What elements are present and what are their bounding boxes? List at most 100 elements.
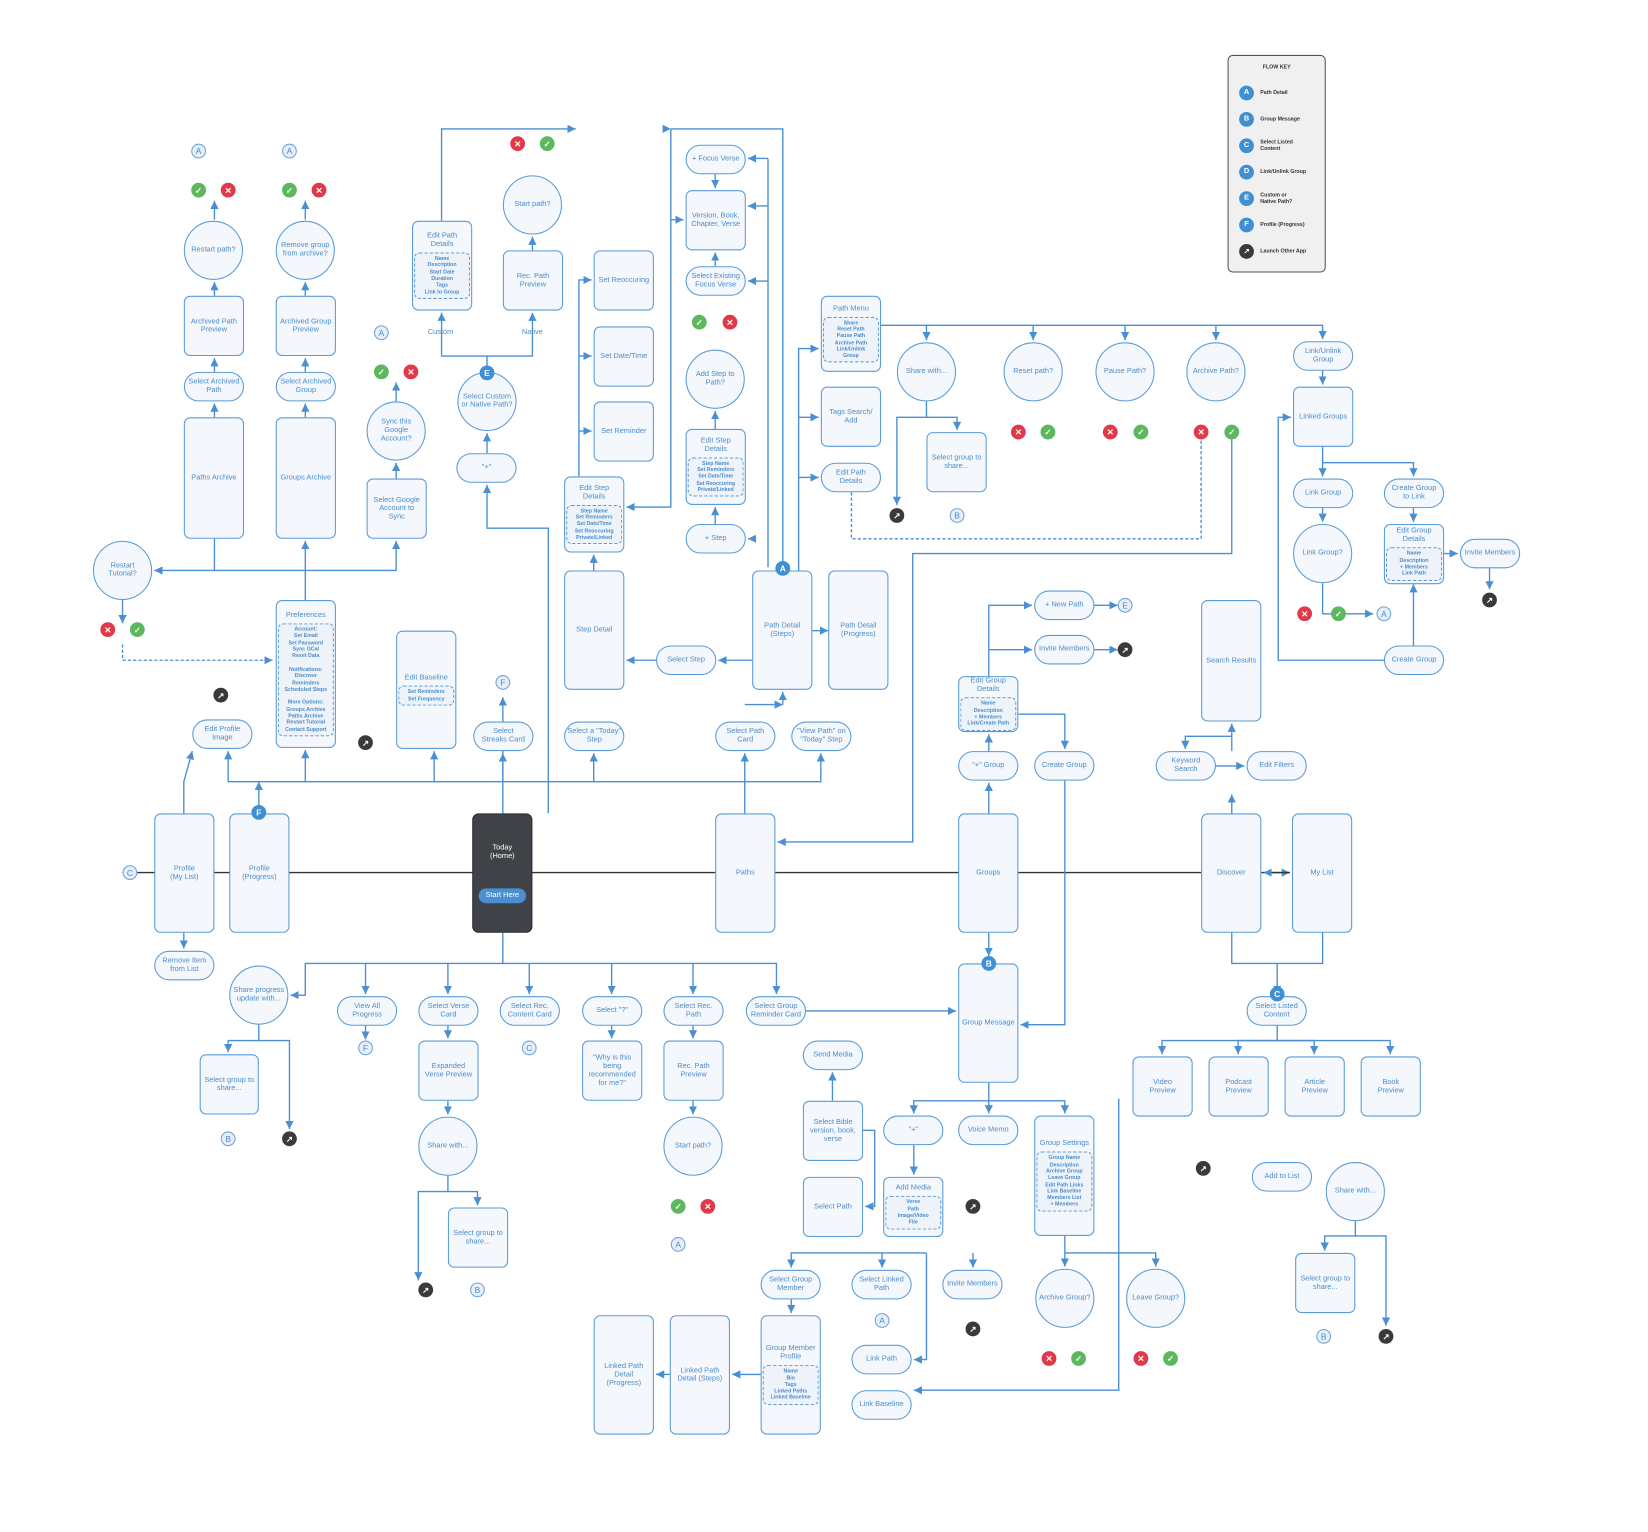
flow-ref-a-icon[interactable]: A (874, 1313, 890, 1328)
launch-other-app-icon[interactable]: ↗ (418, 1282, 434, 1298)
flow-ref-e-icon[interactable]: E (1117, 597, 1133, 613)
step-detail-screen[interactable]: Step Detail (564, 570, 625, 690)
select-streaks-action[interactable]: Select Streaks Card (473, 721, 534, 752)
flow-ref-f-icon[interactable]: F (251, 804, 267, 820)
flow-ref-c-icon[interactable]: C (1269, 986, 1285, 1002)
group-message-screen[interactable]: Group Message (958, 963, 1019, 1083)
send-media-action[interactable]: Send Media (802, 1040, 864, 1071)
new-path-action[interactable]: + New Path (1034, 590, 1095, 621)
leave-group-decision[interactable]: Leave Group? (1126, 1268, 1186, 1328)
edit-filters-action[interactable]: Edit Filters (1246, 751, 1307, 781)
share-with2-decision[interactable]: Share with... (418, 1116, 478, 1176)
select-group-share4-screen[interactable]: Select group to share... (1295, 1252, 1356, 1314)
link-unlink-action[interactable]: Link/Unlink Group (1293, 341, 1354, 371)
flow-ref-b-icon[interactable]: B (949, 508, 965, 523)
paths-archive-screen[interactable]: Paths Archive (183, 417, 245, 539)
set-reminder-screen[interactable]: Set Reminder (593, 401, 654, 462)
launch-other-app-icon[interactable]: ↗ (1195, 1160, 1211, 1176)
select-question-action[interactable]: Select "?" (582, 996, 643, 1026)
launch-other-app-icon[interactable]: ↗ (358, 735, 373, 751)
flow-ref-a-icon[interactable]: A (373, 325, 389, 341)
flow-ref-a-icon[interactable]: A (775, 560, 791, 576)
share-progress-decision[interactable]: Share progress update with... (229, 965, 289, 1025)
archive-path-decision[interactable]: Archive Path? (1186, 342, 1246, 402)
tags-search-screen[interactable]: Tags Search/ Add (820, 386, 882, 447)
select-bible-screen[interactable]: Select Bible version, book, verse (802, 1100, 864, 1161)
search-results-screen[interactable]: Search Results (1201, 600, 1262, 722)
sync-google-decision[interactable]: Sync this Google Account? (366, 401, 426, 461)
select-step-action[interactable]: Select Step (656, 645, 717, 676)
select-rec-path-action[interactable]: Select Rec. Path (663, 996, 724, 1026)
launch-other-app-icon[interactable]: ↗ (889, 508, 905, 523)
invite-members-action[interactable]: Invite Members (1034, 634, 1095, 665)
set-date-time-screen[interactable]: Set Date/Time (593, 326, 654, 387)
keyword-search-action[interactable]: Keyword Search (1155, 751, 1216, 781)
remove-group-decision[interactable]: Remove group from archive? (275, 220, 335, 280)
select-custom-native-decision[interactable]: Select Custom or Native Path? (457, 371, 517, 432)
invite-members2-action[interactable]: Invite Members (1459, 538, 1521, 569)
linked-path-steps-screen[interactable]: Linked Path Detail (Steps) (669, 1315, 730, 1435)
add-step-decision[interactable]: Add Step to Path? (685, 349, 745, 409)
select-group-share1-screen[interactable]: Select group to share... (199, 1054, 259, 1115)
flow-ref-a-icon[interactable]: A (1376, 606, 1392, 622)
flow-ref-b-icon[interactable]: B (981, 956, 997, 971)
select-path-card-action[interactable]: Select Path Card (715, 721, 776, 752)
flow-ref-a-icon[interactable]: A (191, 143, 206, 159)
link-group-action[interactable]: Link Group (1293, 478, 1354, 509)
flow-ref-c-icon[interactable]: C (122, 865, 138, 880)
linked-groups-screen[interactable]: Linked Groups (1293, 386, 1354, 447)
article-preview-screen[interactable]: Article Preview (1284, 1056, 1345, 1117)
restart-tutorial-decision[interactable]: Restart Tutorial? (92, 540, 153, 601)
archived-group-preview-screen[interactable]: Archived Group Preview (275, 295, 336, 357)
book-preview-screen[interactable]: Book Preview (1360, 1056, 1421, 1117)
create-group2-action[interactable]: Create Group (1383, 645, 1445, 676)
edit-path-details2-action[interactable]: Edit Path Details (820, 462, 882, 493)
start-here-button[interactable]: Start Here (478, 887, 527, 903)
plus-media-action[interactable]: "+" (883, 1115, 944, 1146)
launch-other-app-icon[interactable]: ↗ (965, 1321, 981, 1337)
expanded-verse-screen[interactable]: Expanded Verse Preview (418, 1040, 479, 1101)
select-group-share3-screen[interactable]: Select group to share... (926, 432, 987, 493)
why-recommended-screen[interactable]: "Why is this being recommended for me?" (582, 1040, 643, 1101)
launch-other-app-icon[interactable]: ↗ (1378, 1328, 1394, 1344)
flow-ref-b-icon[interactable]: B (1316, 1328, 1332, 1344)
view-all-progress-action[interactable]: View All Progress (336, 996, 398, 1026)
set-reoccuring-screen[interactable]: Set Reoccuring (593, 250, 654, 311)
plus-path-action[interactable]: "+" (456, 453, 517, 483)
flow-ref-f-icon[interactable]: F (495, 675, 511, 690)
path-detail-steps-screen[interactable]: Path Detail (Steps) (752, 570, 813, 690)
view-path-today-action[interactable]: "View Path" on "Today" Step (791, 721, 852, 752)
add-to-list-action[interactable]: Add to List (1251, 1162, 1313, 1192)
launch-other-app-icon[interactable]: ↗ (213, 687, 229, 703)
rec-path-preview2-screen[interactable]: Rec. Path Preview (663, 1040, 724, 1101)
select-google-screen[interactable]: Select Google Account to Sync (366, 478, 427, 539)
launch-other-app-icon[interactable]: ↗ (1482, 592, 1497, 608)
flow-ref-a-icon[interactable]: A (282, 143, 297, 159)
flow-ref-c-icon[interactable]: C (521, 1040, 537, 1056)
discover-screen[interactable]: Discover (1201, 813, 1262, 933)
groups-screen[interactable]: Groups (958, 813, 1019, 933)
select-rec-content-action[interactable]: Select Rec. Content Card (499, 996, 560, 1026)
archive-group-decision[interactable]: Archive Group? (1035, 1268, 1095, 1328)
select-verse-card-action[interactable]: Select Verse Card (418, 996, 479, 1026)
create-group-link-action[interactable]: Create Group to Link (1383, 478, 1445, 509)
select-path-screen[interactable]: Select Path (802, 1176, 864, 1238)
start-path-decision[interactable]: Start path? (502, 175, 563, 235)
select-today-step-action[interactable]: Select a "Today" Step (564, 721, 625, 752)
link-group-q-decision[interactable]: Link Group? (1293, 523, 1353, 584)
select-existing-focus-action[interactable]: Select Existing Focus Verse (685, 266, 746, 296)
start-path2-decision[interactable]: Start path? (663, 1116, 723, 1176)
my-list-screen[interactable]: My List (1291, 813, 1353, 933)
restart-path-decision[interactable]: Restart path? (183, 220, 243, 280)
groups-archive-screen[interactable]: Groups Archive (275, 417, 336, 539)
select-linked-path-action[interactable]: Select Linked Path (851, 1269, 912, 1300)
